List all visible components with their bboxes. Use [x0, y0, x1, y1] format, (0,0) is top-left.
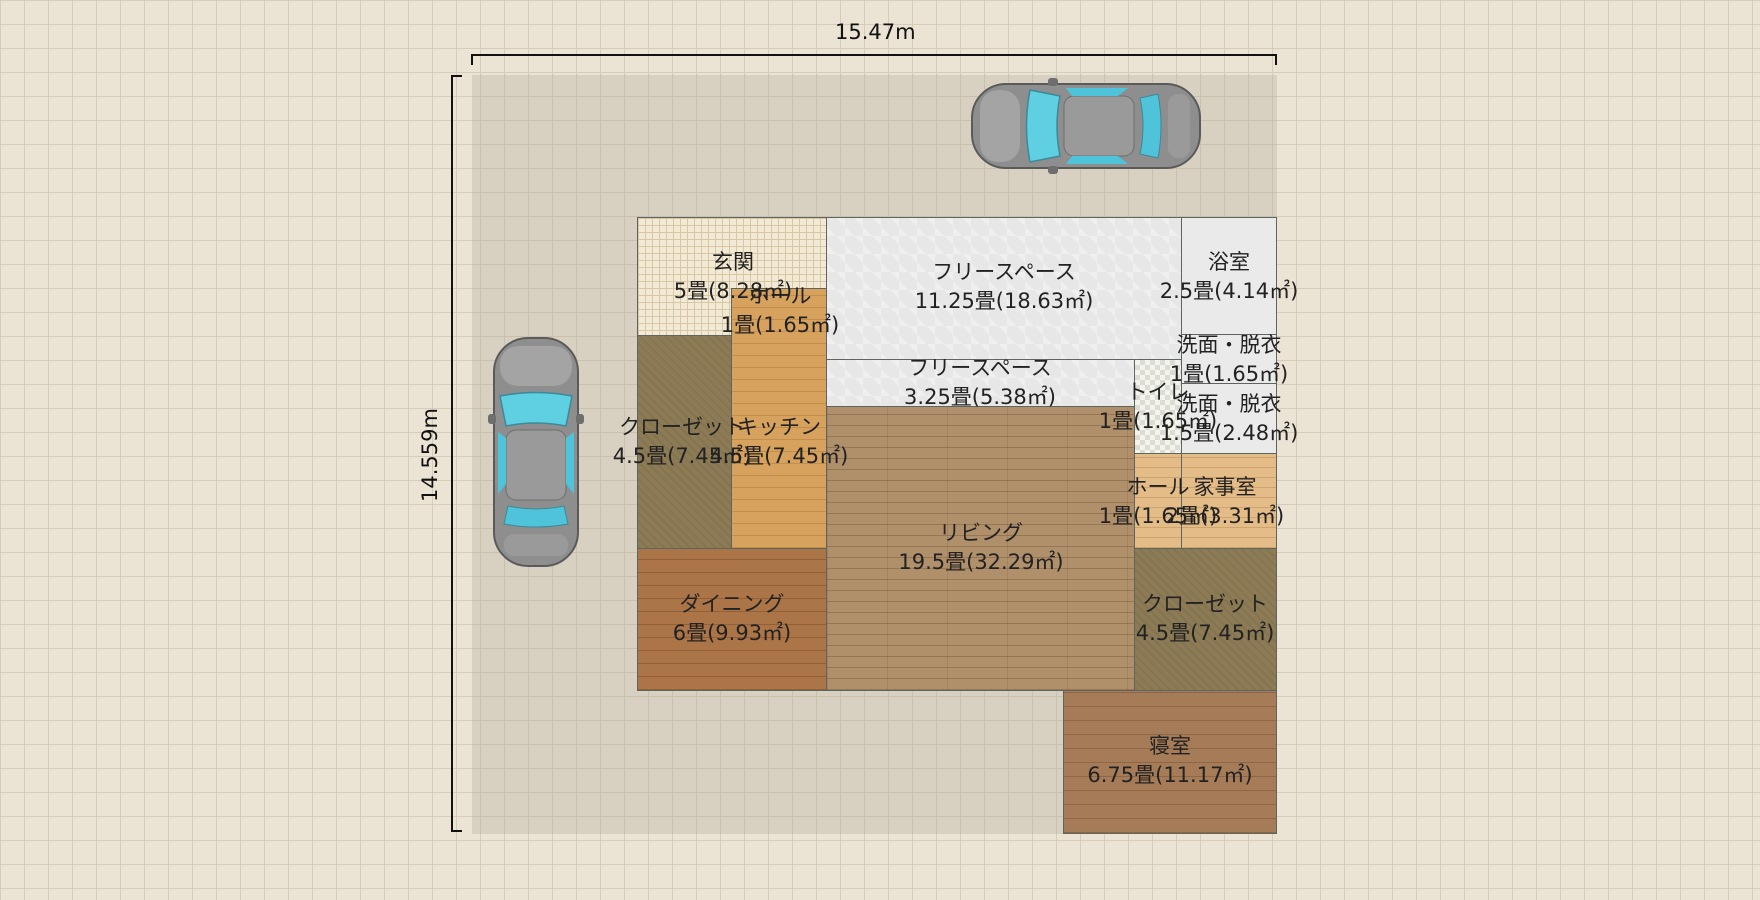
room-area: 4.5畳(7.45㎡): [709, 444, 849, 468]
label-free-space-2: フリースペース 3.25畳(5.38㎡): [904, 354, 1056, 412]
room-name: 玄関: [711, 250, 754, 274]
room-name: 家事室: [1193, 475, 1257, 499]
label-bedroom: 寝室 6.75畳(11.17㎡): [1087, 732, 1252, 790]
room-kitchen[interactable]: [731, 288, 827, 549]
room-area: 4.5畳(7.45㎡): [612, 444, 752, 468]
room-area: 5畳(8.28㎡): [673, 279, 793, 303]
room-name: 寝室: [1148, 734, 1191, 758]
car-top-icon: [971, 78, 1201, 174]
label-dining: ダイニング 6畳(9.93㎡): [673, 590, 792, 648]
room-area: 2畳(3.31㎡): [1165, 504, 1285, 528]
room-toilet[interactable]: [1134, 359, 1182, 454]
room-utility[interactable]: [1181, 453, 1277, 549]
room-area: 1.5畳(2.48㎡): [1159, 421, 1299, 445]
width-dimension-label: 15.47m: [835, 20, 916, 44]
room-name: 洗面・脱衣: [1176, 392, 1282, 416]
height-dimension-line: [451, 75, 462, 832]
label-genkan: 玄関 5畳(8.28㎡): [674, 248, 793, 306]
room-closet-left[interactable]: [637, 335, 732, 549]
room-name: ホール: [1126, 475, 1190, 499]
label-bath: 浴室 2.5畳(4.14㎡): [1160, 248, 1299, 306]
room-area: 6畳(9.93㎡): [672, 621, 792, 645]
label-closet-right: クローゼット 4.5畳(7.45㎡): [1136, 590, 1275, 648]
label-toilet: トイレ 1畳(1.65㎡): [1099, 378, 1218, 436]
room-closet-right[interactable]: [1134, 548, 1277, 691]
room-area: 6.75畳(11.17㎡): [1087, 763, 1253, 787]
room-area: 2.5畳(4.14㎡): [1159, 279, 1299, 303]
room-area: 1畳(1.65㎡): [1169, 362, 1289, 386]
room-bedroom[interactable]: [1063, 690, 1277, 834]
room-area: 3.25畳(5.38㎡): [904, 385, 1056, 409]
car-left-icon: [488, 337, 584, 567]
room-wash-2[interactable]: [1181, 383, 1277, 454]
label-utility: 家事室 2畳(3.31㎡): [1166, 473, 1285, 531]
room-name: フリースペース: [908, 356, 1052, 380]
room-area: 1畳(1.65㎡): [1098, 409, 1218, 433]
room-name: クローゼット: [1141, 592, 1268, 616]
room-name: ホール: [748, 284, 812, 308]
room-name: トイレ: [1126, 380, 1190, 404]
label-hall-small: ホール 1畳(1.65㎡): [721, 282, 840, 340]
room-dining[interactable]: [637, 548, 827, 691]
room-area: 19.5畳(32.29㎡): [898, 550, 1064, 574]
label-closet-left: クローゼット 4.5畳(7.45㎡): [613, 413, 752, 471]
label-wash-2: 洗面・脱衣 1.5畳(2.48㎡): [1160, 390, 1299, 448]
room-wash-1[interactable]: [1181, 334, 1277, 384]
label-kitchen: キッチン 4.5畳(7.45㎡): [710, 413, 849, 471]
room-area: 4.5畳(7.45㎡): [1135, 621, 1275, 645]
room-bath[interactable]: [1181, 217, 1277, 335]
height-dimension-label: 14.559m: [418, 408, 442, 502]
label-living: リビング 19.5畳(32.29㎡): [898, 519, 1063, 577]
room-living[interactable]: [826, 406, 1135, 691]
room-name: ダイニング: [679, 592, 785, 616]
room-name: クローゼット: [618, 415, 745, 439]
room-area: 1畳(1.65㎡): [720, 313, 840, 337]
room-name: 浴室: [1207, 250, 1250, 274]
room-area: 11.25畳(18.63㎡): [914, 289, 1094, 313]
room-name: フリースペース: [932, 260, 1076, 284]
room-name: リビング: [938, 521, 1023, 545]
room-name: キッチン: [736, 415, 821, 439]
label-wash-1: 洗面・脱衣 1畳(1.65㎡): [1170, 331, 1289, 389]
width-dimension-line: [471, 54, 1277, 65]
room-name: 洗面・脱衣: [1176, 333, 1282, 357]
label-free-space-1: フリースペース 11.25畳(18.63㎡): [915, 258, 1094, 316]
label-hall-right: ホール 1畳(1.65㎡): [1099, 473, 1218, 531]
room-free-space-2[interactable]: [826, 359, 1135, 407]
room-area: 1畳(1.65㎡): [1098, 504, 1218, 528]
